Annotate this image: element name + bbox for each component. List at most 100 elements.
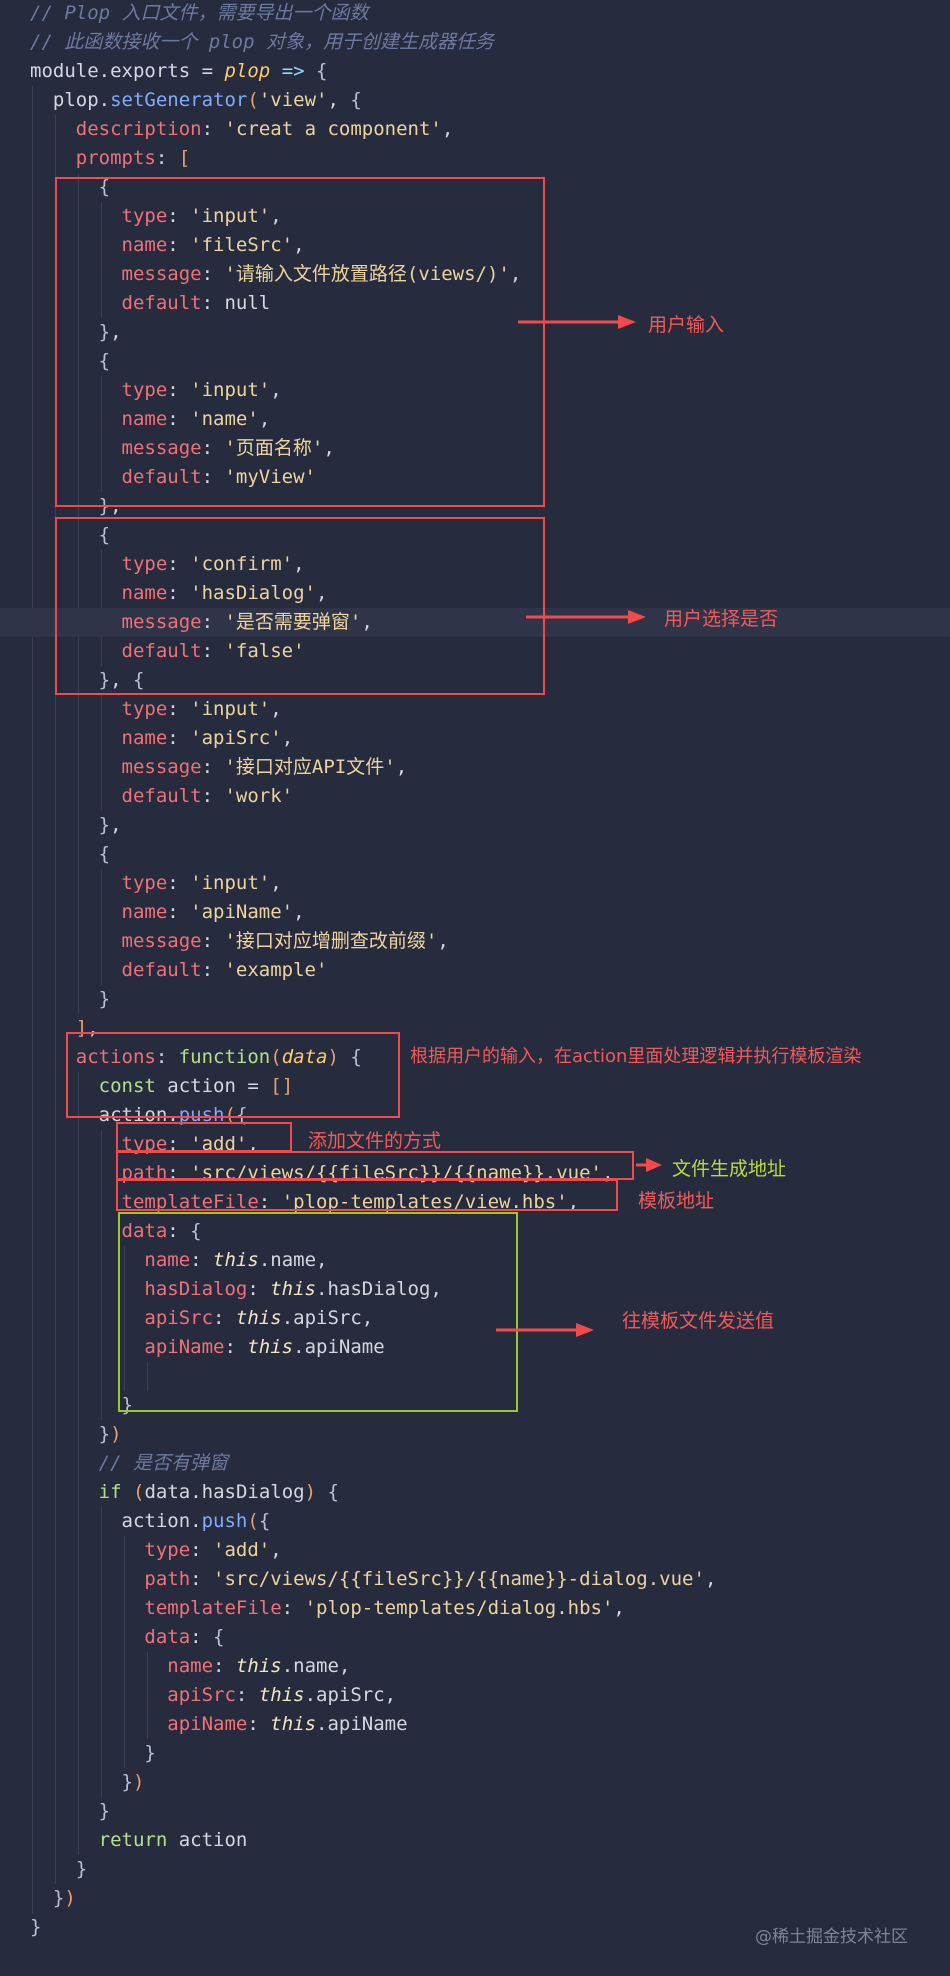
code-line-text: hasDialog: this.hasDialog,	[144, 1278, 442, 1300]
code-line-text: {	[98, 524, 111, 546]
code-line-text: name: this.name,	[144, 1249, 328, 1271]
code-line: }	[0, 1739, 950, 1768]
code-line: type: 'input',	[0, 695, 950, 724]
code-line-text: apiSrc: this.apiSrc,	[167, 1684, 397, 1706]
code-line: apiSrc: this.apiSrc,	[0, 1681, 950, 1710]
code-line: default: 'example'	[0, 956, 950, 985]
code-line: default: null	[0, 289, 950, 318]
prompt-input-box	[55, 177, 545, 507]
arrow-right-icon	[518, 315, 636, 329]
indent-guide	[101, 1130, 102, 1420]
indent-guide	[124, 1246, 125, 1391]
code-line-text: action.push({	[30, 1510, 271, 1532]
code-line: data: {	[0, 1623, 950, 1652]
code-line: name: 'apiName',	[0, 898, 950, 927]
code-line-text: default: 'example'	[121, 959, 328, 981]
code-line: type: 'input',	[0, 202, 950, 231]
code-line-text: type: 'input',	[121, 872, 282, 894]
indent-guide	[101, 376, 102, 492]
code-line-text: actions: function(data) {	[75, 1046, 362, 1068]
template-file-box	[116, 1179, 618, 1211]
code-line: name: 'apiSrc',	[0, 724, 950, 753]
code-line-text: name: this.name,	[167, 1655, 351, 1677]
code-line: default: 'work'	[0, 782, 950, 811]
code-line: default: 'false'	[0, 637, 950, 666]
code-line: // 此函数接收一个 plop 对象，用于创建生成器任务	[0, 28, 950, 57]
code-line-text: name: 'apiSrc',	[121, 727, 294, 749]
code-line: apiSrc: this.apiSrc,	[0, 1304, 950, 1333]
note-file-path: 文件生成地址	[672, 1158, 787, 1180]
code-line-text: apiName: this.apiName	[167, 1713, 408, 1735]
code-line-text: type: 'add',	[144, 1539, 282, 1561]
indent-guide	[55, 115, 56, 1884]
code-line: type: 'add',	[0, 1130, 950, 1159]
code-line: type: 'add',	[0, 1536, 950, 1565]
code-line: data: {	[0, 1217, 950, 1246]
arrow-right-icon	[496, 1323, 594, 1337]
indent-guide	[32, 86, 33, 1913]
indent-guide	[78, 173, 79, 1014]
indent-guide	[147, 1362, 148, 1391]
code-line-text: description: 'creat a component',	[75, 118, 454, 140]
data-object-box	[118, 1212, 518, 1412]
code-line-text: // 此函数接收一个 plop 对象，用于创建生成器任务	[30, 31, 494, 53]
code-line: templateFile: 'plop-templates/dialog.hbs…	[0, 1594, 950, 1623]
code-line-text: message: '是否需要弹窗',	[121, 611, 373, 633]
code-line-text: },	[98, 321, 122, 343]
code-line-text: }	[98, 1800, 111, 1822]
code-line: action.push({	[0, 1101, 950, 1130]
code-line-text: return action	[98, 1829, 248, 1851]
code-line-text: default: 'myView'	[121, 466, 316, 488]
code-line: })	[0, 1768, 950, 1797]
code-line: plop.setGenerator('view', {	[0, 86, 950, 115]
code-line: {	[0, 347, 950, 376]
code-line: },	[0, 318, 950, 347]
code-line: name: 'hasDialog',	[0, 579, 950, 608]
code-line-text: type: 'input',	[121, 379, 282, 401]
code-line-text: }, {	[98, 669, 145, 691]
code-line-text: }	[144, 1742, 156, 1764]
code-line: }	[0, 1391, 950, 1420]
code-line-text: name: 'fileSrc',	[121, 234, 305, 256]
watermark: @稀土掘金技术社区	[755, 1927, 908, 1947]
code-line-text: data: {	[144, 1626, 225, 1648]
code-line-text: {	[98, 176, 111, 198]
code-line-text: path: 'src/views/{{fileSrc}}/{{name}}-di…	[144, 1568, 717, 1590]
indent-guide	[124, 1536, 125, 1768]
code-line: action.push({	[0, 1507, 950, 1536]
code-line: apiName: this.apiName	[0, 1710, 950, 1739]
code-line-text: {	[98, 843, 111, 865]
code-line-text: default: 'work'	[121, 785, 294, 807]
code-line-text: ],	[75, 1017, 99, 1039]
indent-guide	[78, 1072, 79, 1855]
code-line-text: action.push({	[30, 1104, 248, 1126]
code-line: },	[0, 811, 950, 840]
indent-guide	[147, 1652, 148, 1739]
code-line: name: 'fileSrc',	[0, 231, 950, 260]
note-actions-logic: 根据用户的输入，在action里面处理逻辑并执行模板渲染	[410, 1046, 862, 1067]
code-line-text: type: 'confirm',	[121, 553, 305, 575]
code-line-text: prompts: [	[75, 147, 191, 169]
code-line-text: apiName: this.apiName	[144, 1336, 385, 1358]
code-line-text: name: 'name',	[121, 408, 271, 430]
code-line-text: // Plop 入口文件，需要导出一个函数	[30, 2, 369, 24]
code-line: ],	[0, 1014, 950, 1043]
code-line: apiName: this.apiName	[0, 1333, 950, 1362]
code-line-text: if (data.hasDialog) {	[98, 1481, 339, 1503]
code-line-text: data: {	[121, 1220, 202, 1242]
code-line-text: name: 'apiName',	[121, 901, 305, 923]
code-line: {	[0, 840, 950, 869]
code-line: templateFile: 'plop-templates/view.hbs',	[0, 1188, 950, 1217]
code-line: }	[0, 1913, 950, 1942]
code-line: default: 'myView'	[0, 463, 950, 492]
code-line-text: type: 'input',	[121, 205, 282, 227]
code-line: type: 'input',	[0, 376, 950, 405]
code-line-text: })	[98, 1423, 122, 1445]
code-line-text: })	[121, 1771, 145, 1793]
code-line: message: '是否需要弹窗',	[0, 608, 950, 637]
code-line-text: message: '页面名称',	[121, 437, 335, 459]
code-line: type: 'input',	[0, 869, 950, 898]
code-line-text: message: '接口对应增删查改前缀',	[121, 930, 449, 952]
code-line: name: this.name,	[0, 1652, 950, 1681]
